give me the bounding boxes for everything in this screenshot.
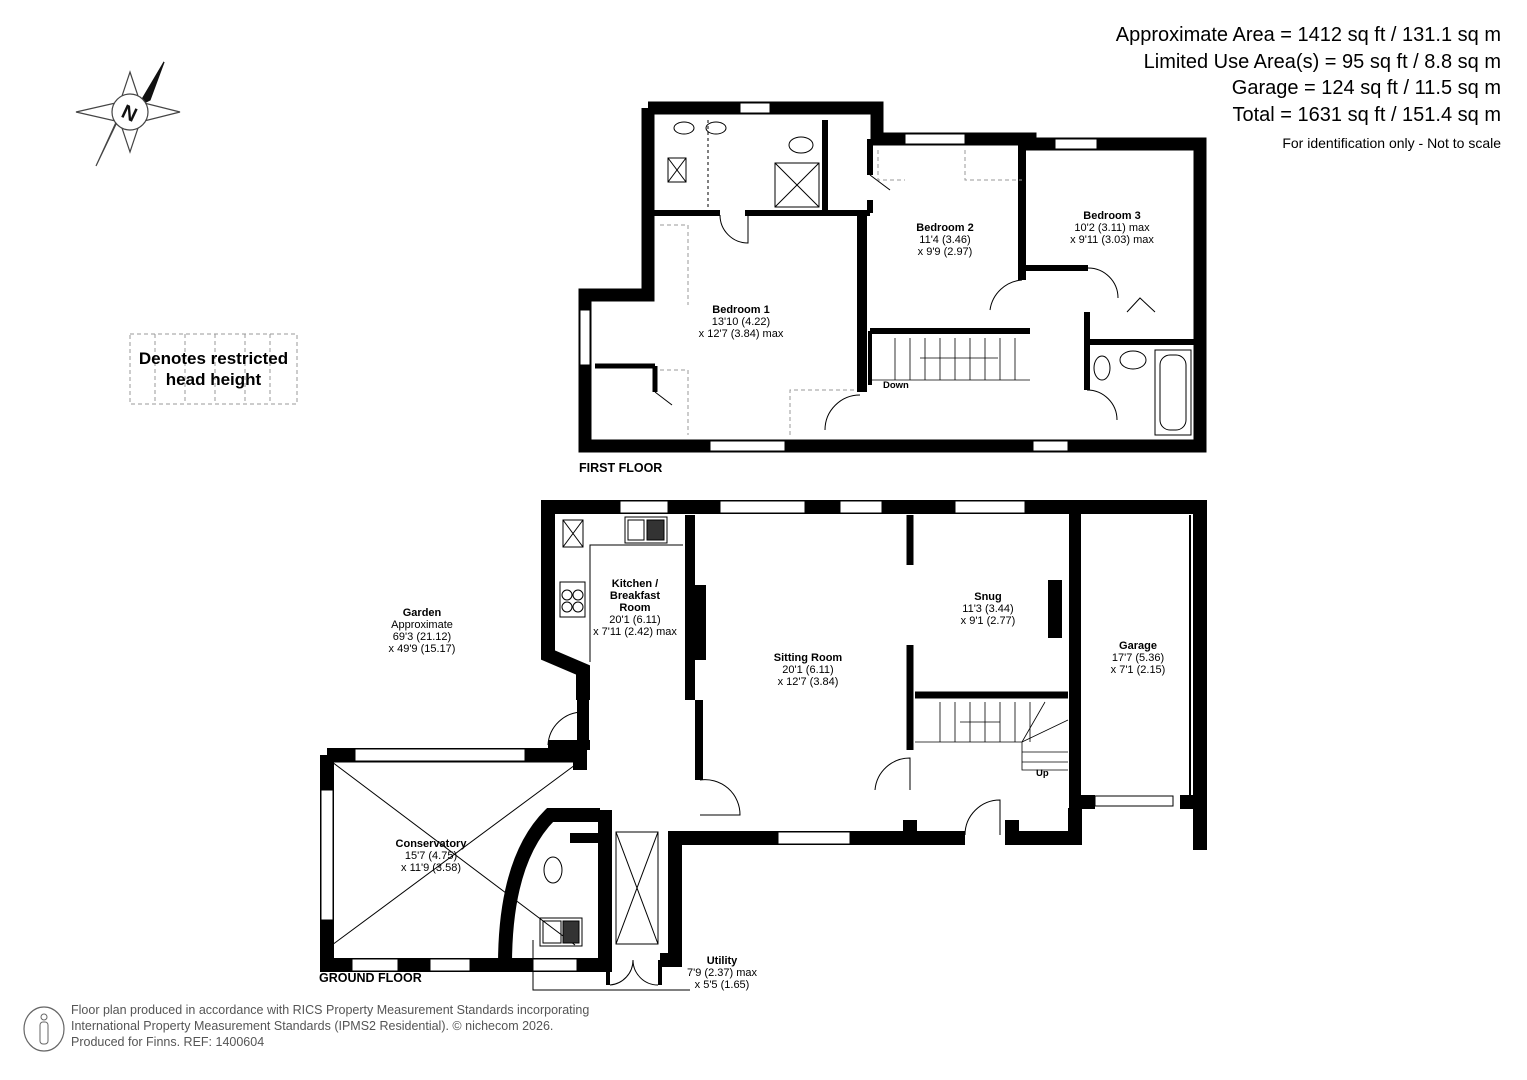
ground-floor-windows [320,500,1174,972]
footer-line-2: International Property Measurement Stand… [71,1019,554,1033]
first-floor-walls [578,101,1207,453]
scale-note: For identification only - Not to scale [1282,135,1501,151]
limited-use-area: Limited Use Area(s) = 95 sq ft / 8.8 sq … [1143,50,1501,73]
first-floor-label: FIRST FLOOR [579,461,663,475]
person-icon [23,1006,65,1052]
legend-line-1: Denotes restricted [138,349,289,368]
footer-line-3: Produced for Finns. REF: 1400604 [71,1035,265,1049]
restricted-head-height-legend [129,333,298,405]
stairs-down-label: Down [883,380,909,391]
approx-area: Approximate Area = 1412 sq ft / 131.1 sq… [1115,24,1501,46]
ground-floor-details [330,515,1191,991]
first-floor-details [654,120,1192,436]
restricted-head-height-label: Denotes restricted head height [130,334,297,404]
north-compass-icon: N [75,61,181,167]
ground-floor-label: GROUND FLOOR [319,971,422,985]
ground-floor-walls [320,500,1207,985]
footer-text: Floor plan produced in accordance with R… [71,1002,589,1050]
footer-line-1: Floor plan produced in accordance with R… [71,1003,590,1017]
stairs-up-label: Up [1036,768,1049,779]
area-summary: Approximate Area = 1412 sq ft / 131.1 sq… [1116,22,1501,158]
total-area: Total = 1631 sq ft / 151.4 sq m [1232,103,1502,126]
garage-area: Garage = 124 sq ft / 11.5 sq m [1231,77,1501,99]
legend-line-2: head height [165,370,262,389]
first-floor-windows [579,102,1098,452]
